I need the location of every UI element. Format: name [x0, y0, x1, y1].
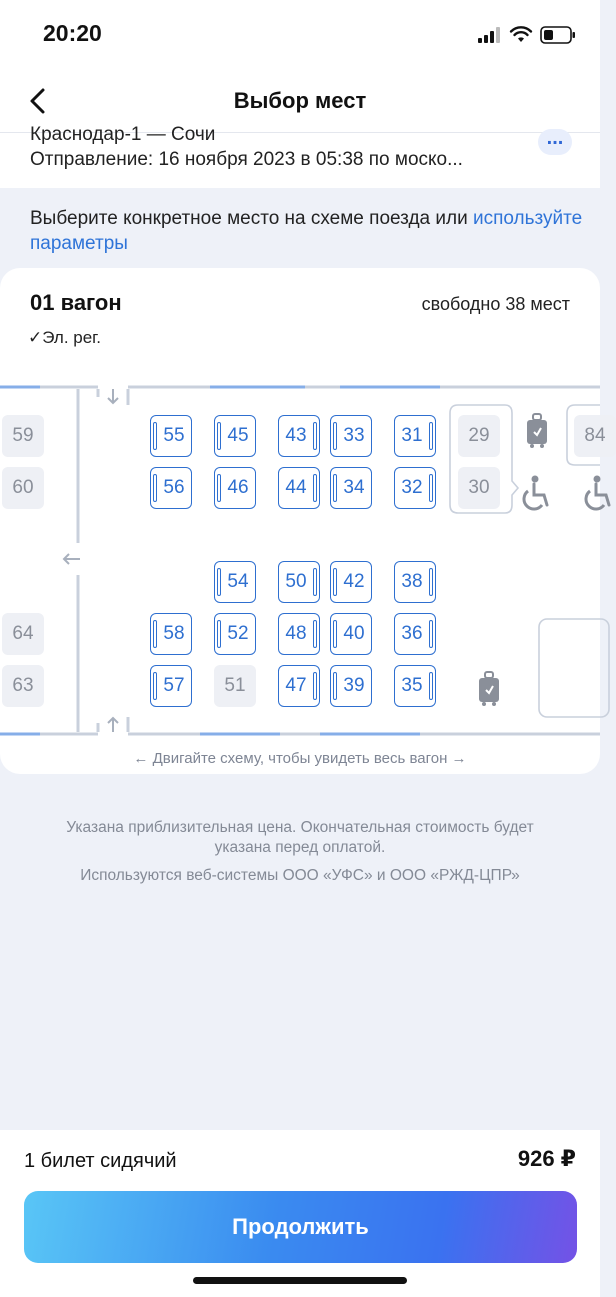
seat-60: 60: [2, 467, 44, 509]
seat-64: 64: [2, 613, 44, 655]
seat-29: 29: [458, 415, 500, 457]
car-title: 01 вагон: [30, 290, 122, 315]
luggage-icon: [479, 671, 499, 706]
status-icons: [478, 24, 576, 46]
seat-48[interactable]: 48: [278, 613, 320, 655]
price-note: Указана приблизительная цена. Окончатель…: [66, 819, 534, 856]
seat-32[interactable]: 32: [394, 467, 436, 509]
systems-note: Используются веб-системы ООО «УФС» и ООО…: [80, 867, 520, 884]
seat-58[interactable]: 58: [150, 613, 192, 655]
seat-40[interactable]: 40: [330, 613, 372, 655]
car-scheme-walls: [0, 385, 610, 736]
seat-43[interactable]: 43: [278, 415, 320, 457]
back-chevron-icon[interactable]: [24, 86, 54, 116]
more-button[interactable]: ...: [538, 128, 572, 155]
status-bar: 20:20: [0, 0, 600, 70]
navigation-bar: Выбор мест: [0, 70, 600, 133]
wifi-icon: [509, 26, 533, 42]
route-name: Краснодар-1 — Сочи: [30, 124, 216, 145]
seat-46[interactable]: 46: [214, 467, 256, 509]
seat-55[interactable]: 55: [150, 415, 192, 457]
use-parameters-link[interactable]: используйте параметры: [30, 208, 583, 254]
seat-33[interactable]: 33: [330, 415, 372, 457]
seat-35[interactable]: 35: [394, 665, 436, 707]
luggage-icon: [527, 413, 547, 448]
total-price: 926 ₽: [517, 1146, 576, 1171]
swipe-hint: ← Двигайте схему, чтобы увидеть весь ваг…: [133, 750, 467, 767]
electronic-registration: ✓Эл. рег.: [28, 328, 102, 347]
seat-34[interactable]: 34: [330, 467, 372, 509]
seat-54[interactable]: 54: [214, 561, 256, 603]
seat-57[interactable]: 57: [150, 665, 192, 707]
seat-38[interactable]: 38: [394, 561, 436, 603]
seat-31[interactable]: 31: [394, 415, 436, 457]
wheelchair-icon: [584, 475, 611, 511]
page-title: Выбор мест: [233, 88, 367, 113]
car-scheme[interactable]: 59 60 64 63 55 56 58 57 45 46 54 52 51 4…: [0, 383, 616, 743]
hint-text: Выберите конкретное место на схеме поезд…: [30, 208, 473, 229]
status-time: 20:20: [43, 20, 102, 46]
seat-63: 63: [2, 665, 44, 707]
selection-hint: Выберите конкретное место на схеме поезд…: [30, 206, 600, 256]
seat-50[interactable]: 50: [278, 561, 320, 603]
signal-icon: [478, 27, 500, 43]
seat-56[interactable]: 56: [150, 467, 192, 509]
seat-84: 84: [574, 415, 616, 457]
home-indicator: [193, 1277, 407, 1284]
departure-info: Отправление: 16 ноября 2023 в 05:38 по м…: [30, 149, 463, 170]
car-card: 01 вагон свободно 38 мест ✓Эл. рег.: [0, 268, 616, 774]
seat-30: 30: [458, 467, 500, 509]
disclaimer: Указана приблизительная цена. Окончатель…: [60, 818, 540, 894]
battery-icon: [540, 26, 575, 44]
wheelchair-icon: [522, 475, 549, 511]
seat-51: 51: [214, 665, 256, 707]
seat-44[interactable]: 44: [278, 467, 320, 509]
seat-59: 59: [2, 415, 44, 457]
seat-42[interactable]: 42: [330, 561, 372, 603]
bottom-panel: 1 билет сидячий 926 ₽ Продолжить: [0, 1130, 600, 1297]
seat-47[interactable]: 47: [278, 665, 320, 707]
ticket-summary: 1 билет сидячий: [24, 1150, 177, 1172]
seat-45[interactable]: 45: [214, 415, 256, 457]
seat-39[interactable]: 39: [330, 665, 372, 707]
free-seats-count: свободно 38 мест: [421, 294, 570, 314]
continue-button[interactable]: Продолжить: [24, 1191, 577, 1263]
route-info: Краснодар-1 — Сочи Отправление: 16 ноябр…: [0, 124, 600, 188]
seat-36[interactable]: 36: [394, 613, 436, 655]
seat-52[interactable]: 52: [214, 613, 256, 655]
